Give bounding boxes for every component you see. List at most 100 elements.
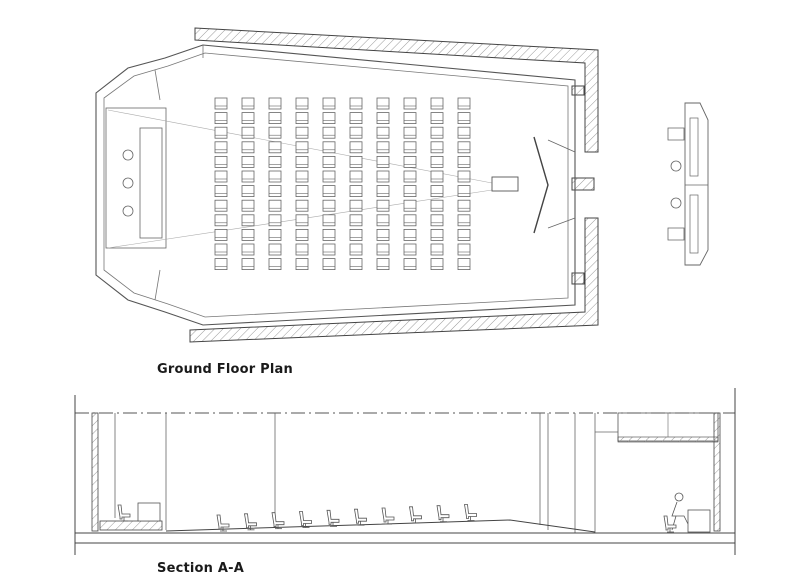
opening-block: [571, 177, 595, 191]
seat: [376, 126, 390, 139]
booth-chair-icon: [122, 149, 134, 217]
front-wall-section: [713, 412, 721, 532]
seat: [214, 112, 228, 124]
seat: [214, 258, 228, 271]
seat: [457, 170, 471, 183]
projector-desk: [139, 127, 163, 239]
seat: [322, 199, 336, 212]
seat: [403, 126, 417, 139]
section-seat: [299, 511, 312, 528]
seat: [403, 185, 417, 198]
control-room: [667, 102, 709, 266]
seat: [295, 228, 309, 241]
seat: [214, 170, 228, 183]
seat: [295, 243, 309, 256]
seat: [268, 170, 282, 183]
seat: [403, 199, 417, 212]
seat: [268, 155, 282, 168]
seat: [403, 155, 417, 168]
seat: [457, 214, 471, 227]
seat: [322, 170, 336, 183]
seat: [214, 228, 228, 241]
seat: [376, 112, 390, 124]
seat: [403, 228, 417, 241]
seat: [241, 185, 255, 198]
seat: [322, 258, 336, 271]
operator-figure: [663, 492, 711, 533]
seat: [403, 141, 417, 154]
seat: [457, 228, 471, 241]
seat: [403, 97, 417, 110]
seat: [376, 141, 390, 154]
seat: [430, 199, 444, 212]
seat: [430, 258, 444, 271]
seat: [376, 97, 390, 110]
seat: [430, 228, 444, 241]
seat: [349, 258, 363, 271]
seat: [241, 170, 255, 183]
door-jamb-top: [571, 85, 585, 96]
seat: [349, 141, 363, 154]
section-title: Section A-A: [157, 561, 244, 576]
seat: [457, 141, 471, 154]
seat: [376, 170, 390, 183]
screen: [533, 136, 549, 234]
section-seat: [436, 505, 450, 523]
projection-room-section: [595, 412, 719, 443]
seat: [295, 214, 309, 227]
seat: [376, 243, 390, 256]
seat: [376, 228, 390, 241]
seat: [430, 97, 444, 110]
section-seat: [354, 508, 367, 526]
seat: [457, 112, 471, 124]
south-wall: [189, 217, 599, 343]
seat: [268, 228, 282, 241]
seat: [241, 126, 255, 139]
seat: [349, 126, 363, 139]
seat: [430, 126, 444, 139]
seat: [295, 258, 309, 271]
seat: [214, 141, 228, 154]
seat: [214, 185, 228, 198]
seat: [241, 155, 255, 168]
ground-floor-plan: [95, 27, 709, 343]
section-a-a: [74, 388, 736, 555]
rear-booth: [105, 107, 167, 249]
seat: [214, 126, 228, 139]
seat: [349, 170, 363, 183]
seat: [322, 214, 336, 227]
seat: [376, 199, 390, 212]
hall-outline: [95, 44, 576, 326]
seat: [457, 155, 471, 168]
seat: [295, 155, 309, 168]
seat: [295, 112, 309, 124]
seat: [295, 170, 309, 183]
section-seat: [409, 506, 422, 524]
seat: [322, 97, 336, 110]
screen-projector: [491, 176, 519, 192]
seat: [349, 228, 363, 241]
seat: [376, 214, 390, 227]
seat: [349, 243, 363, 256]
seat: [214, 243, 228, 256]
seat: [295, 199, 309, 212]
seat: [403, 170, 417, 183]
seat: [403, 243, 417, 256]
booth-desk-section: [117, 502, 161, 522]
seat: [241, 258, 255, 271]
seat: [241, 141, 255, 154]
seat: [295, 185, 309, 198]
plan-title: Ground Floor Plan: [157, 362, 293, 377]
seat: [430, 155, 444, 168]
seat: [241, 97, 255, 110]
seat: [349, 112, 363, 124]
seat: [268, 258, 282, 271]
raked-floor: [165, 519, 596, 533]
door-jamb-bottom: [571, 272, 585, 285]
seat: [214, 97, 228, 110]
seat: [295, 141, 309, 154]
seat: [349, 97, 363, 110]
seat: [403, 214, 417, 227]
seat: [322, 185, 336, 198]
seat: [295, 97, 309, 110]
